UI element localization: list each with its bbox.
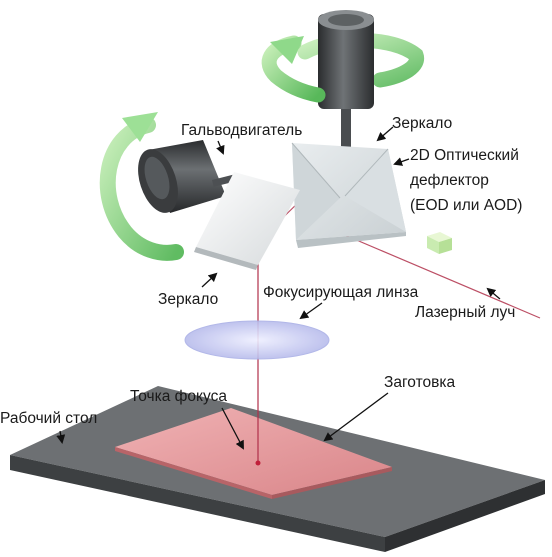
left-rotation-arrowhead [122, 112, 158, 142]
top-motor-shaft [341, 109, 351, 147]
leader-lines [56, 126, 501, 450]
left-motor-shaft [211, 174, 236, 187]
table-right-side [385, 480, 545, 552]
deflector-crystal [427, 232, 452, 254]
table-front-side [10, 455, 385, 552]
leader-workpiece [323, 392, 389, 442]
label-focus-point: Точка фокуса [130, 388, 227, 405]
label-mirror-top: Зеркало [392, 115, 453, 132]
leader-mirror-bottom [201, 272, 218, 288]
label-work-table: Рабочий стол [0, 410, 98, 427]
leader-mirror-top [376, 126, 394, 142]
deflector-box-bottom [296, 232, 406, 248]
label-mirror-bottom: Зеркало [158, 291, 219, 308]
label-laser-beam: Лазерный луч [415, 304, 516, 321]
galvo-mirror-edge [194, 247, 258, 270]
focus-point [255, 460, 261, 466]
label-focusing-lens: Фокусирующая линза [263, 284, 419, 301]
workpiece [115, 408, 392, 499]
leader-laser [486, 287, 501, 300]
top-motor-body [318, 14, 374, 109]
label-workpiece: Заготовка [384, 374, 456, 391]
crystal-front [427, 236, 439, 254]
deflector-face-dark [292, 143, 340, 240]
workpiece-edge [115, 447, 272, 499]
top-rotation-arrow-front [261, 35, 326, 103]
deflector-inner-line [291, 142, 341, 199]
left-rotation-arrow [99, 117, 184, 261]
focusing-lens [184, 320, 330, 360]
workpiece-top [115, 408, 392, 495]
optical-deflector-box [291, 142, 406, 248]
galvo-mirror [194, 172, 300, 270]
leader-galvo-motor [216, 140, 225, 155]
galvo-mirror-face [196, 172, 300, 265]
top-galvo-motor [318, 10, 374, 147]
leader-deflector [393, 157, 410, 166]
top-rotation-arrowhead [270, 36, 304, 64]
deflector-face-light [345, 149, 406, 232]
deflector-inner-line-2 [344, 148, 389, 197]
left-galvo-motor [138, 140, 236, 213]
label-deflector-line2: дефлектор [410, 172, 489, 189]
label-deflector-line1: 2D Оптический [410, 147, 519, 164]
left-motor-back-cap-highlight [144, 156, 170, 200]
leader-focus [221, 407, 244, 450]
workpiece-edge-right [272, 467, 392, 499]
leader-lens [299, 302, 323, 320]
label-galvo-motor: Гальводвигатель [181, 122, 303, 139]
top-motor-cap-inner [328, 14, 364, 26]
leader-table [56, 430, 66, 444]
label-deflector-line3: (EOD или AOD) [410, 197, 523, 214]
crystal-top [427, 232, 452, 242]
crystal-side [439, 238, 452, 254]
